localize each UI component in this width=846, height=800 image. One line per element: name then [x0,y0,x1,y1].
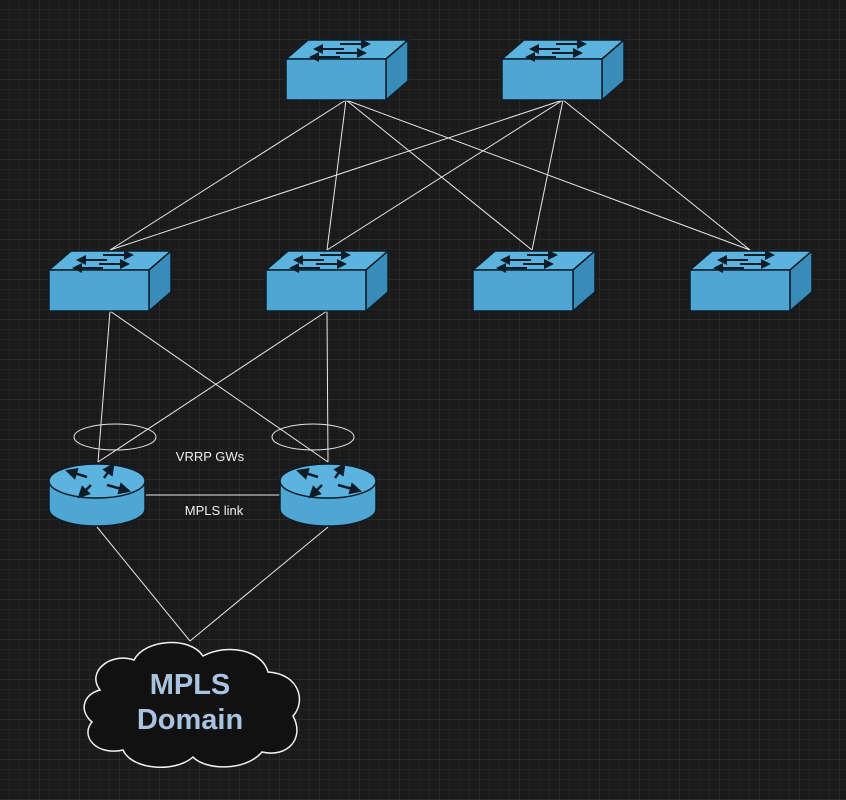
link-core2-access4 [562,99,751,251]
core-switch-2[interactable] [502,40,624,100]
links [96,99,751,642]
link-access2-router2 [326,310,329,463]
link-core2-access1 [109,99,564,251]
mpls-domain-cloud[interactable]: MPLS Domain [83,641,301,768]
access-switch-2[interactable] [266,251,388,311]
link-access1-router1 [97,310,111,463]
vrrp-ellipse-right [271,423,355,451]
link-access2-router1 [97,310,328,463]
core-switch-1[interactable] [286,40,408,100]
link-core2-access2 [326,99,564,251]
router-1[interactable] [49,464,145,526]
vrrp-ellipse-left [73,423,157,451]
router-2[interactable] [280,464,376,526]
vrrp-gws-label: VRRP GWs [176,449,245,464]
access-switch-1[interactable] [49,251,171,311]
link-router1-cloud [96,526,191,642]
link-core1-access1 [109,99,347,251]
cloud-label-line2: Domain [137,704,243,736]
link-core1-access3 [345,99,533,251]
link-router2-cloud [189,526,329,642]
cloud-label-line1: MPLS [150,669,231,701]
mpls-link-label: MPLS link [185,503,244,518]
access-switch-3[interactable] [473,251,595,311]
access-switch-4[interactable] [690,251,812,311]
link-core2-access3 [531,99,564,251]
link-access1-router2 [109,310,329,463]
